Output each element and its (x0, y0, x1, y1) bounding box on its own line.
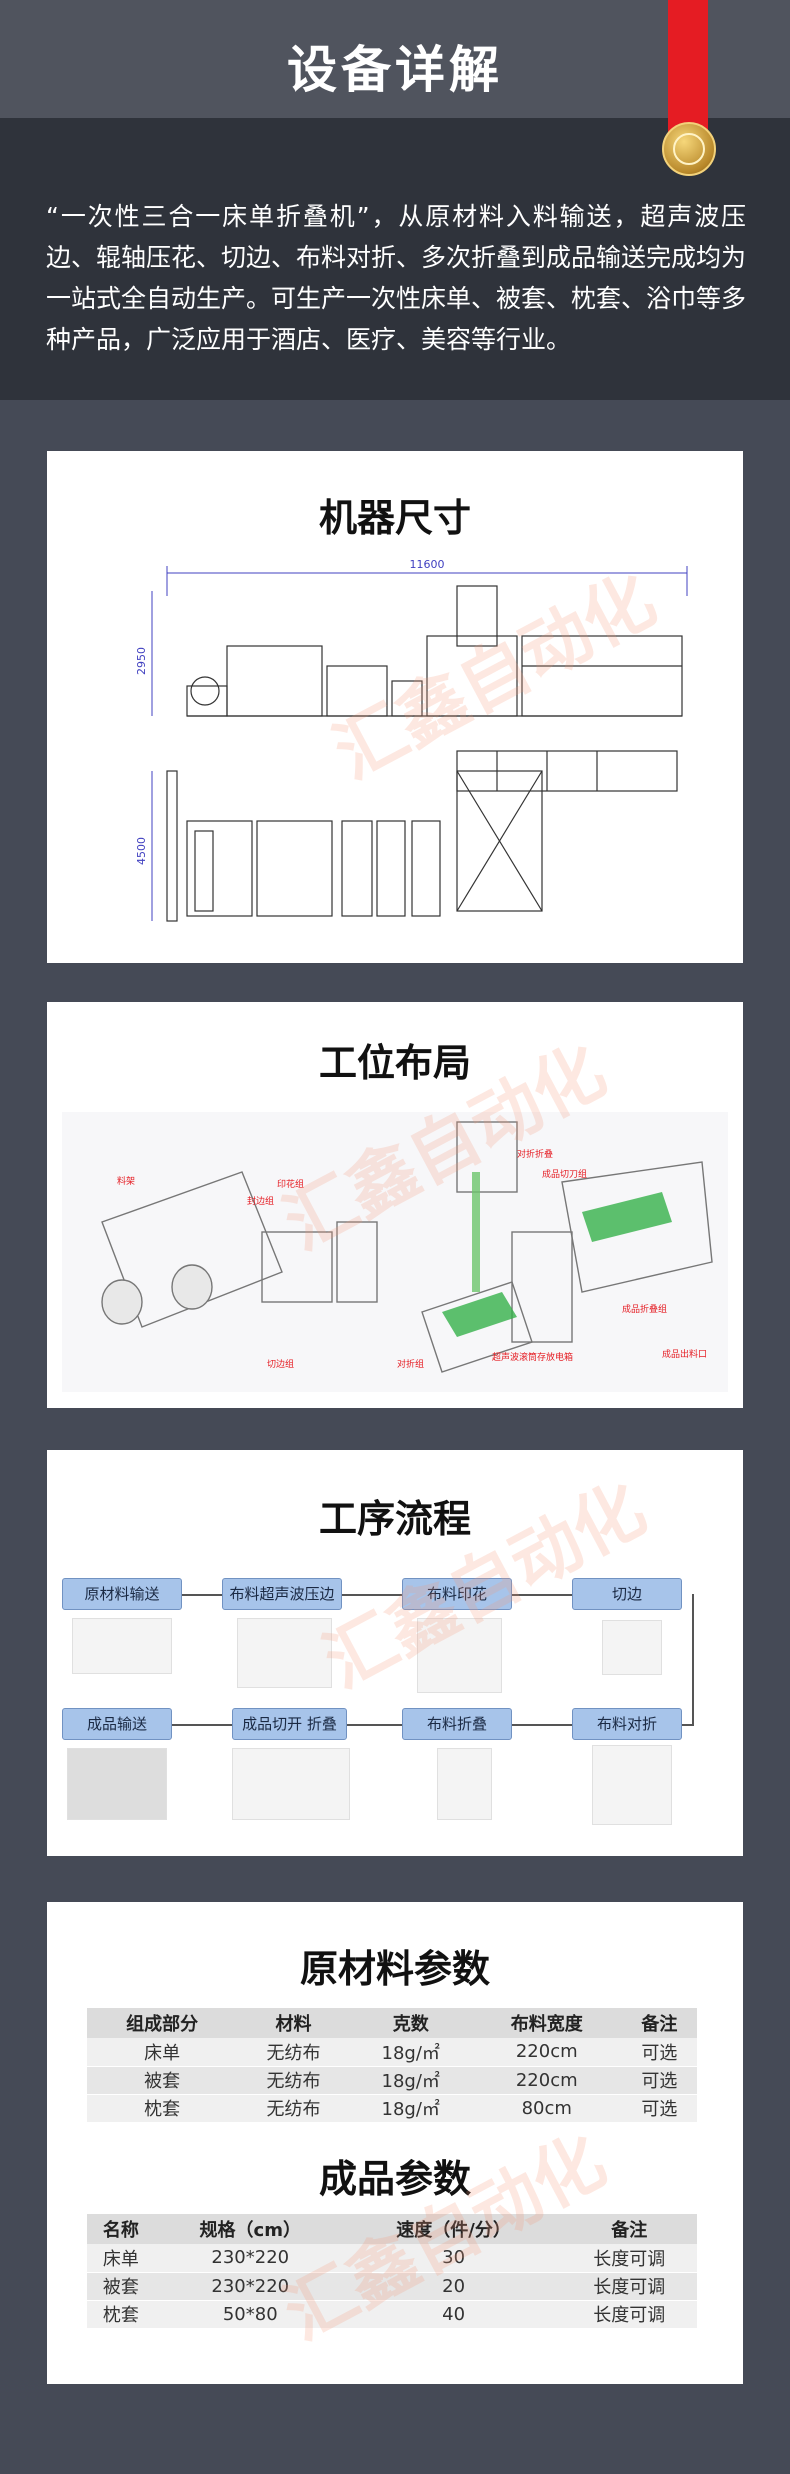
thumb-cut-fold (232, 1748, 350, 1820)
card-station-layout: 工位布局 料架 印花组 封边组 切边组 对折组 对折折叠 成品切刀组 成品折叠组… (47, 1002, 743, 1408)
label-print: 印花组 (277, 1178, 304, 1190)
cell: 床单 (87, 2244, 155, 2273)
cell: 无纺布 (237, 2066, 350, 2095)
cell: 无纺布 (237, 2038, 350, 2067)
cell: 被套 (87, 2066, 238, 2095)
thumb-raw-feed (72, 1618, 172, 1674)
page-title: 设备详解 (287, 41, 503, 99)
cell: 枕套 (87, 2094, 238, 2123)
table-row: 枕套 50*80 40 长度可调 (87, 2300, 697, 2329)
label-outlet: 成品出料口 (662, 1348, 707, 1360)
cell: 230*220 (154, 2272, 346, 2301)
card-process-flow: 工序流程 原材料输送 布料超声波压边 布料印花 切边 成品输送 成品切开 折叠 … (47, 1450, 743, 1856)
cell: 18g/㎡ (349, 2066, 472, 2095)
depth-label: 4500 (135, 837, 148, 865)
flow-line-right (692, 1594, 694, 1726)
cell: 20 (345, 2272, 562, 2301)
cell: 可选 (621, 2094, 697, 2123)
label-seal: 封边组 (247, 1195, 274, 1207)
cell: 30 (345, 2244, 562, 2273)
product-table: 名称 规格（cm） 速度（件/分） 备注 床单 230*220 30 长度可调 … (87, 2214, 697, 2329)
cell: 230*220 (154, 2244, 346, 2273)
step-printing: 布料印花 (402, 1578, 512, 1610)
product-header: 速度（件/分） (345, 2214, 562, 2244)
thumb-folding (437, 1748, 492, 1820)
thumb-half-fold (592, 1745, 672, 1825)
cell: 被套 (87, 2272, 155, 2301)
thumb-printing (417, 1618, 502, 1693)
thumb-product-conveyor (67, 1748, 167, 1820)
width-label: 11600 (410, 558, 445, 571)
label-cutter: 成品切刀组 (542, 1168, 587, 1180)
label-rack: 料架 (117, 1175, 135, 1187)
product-header: 规格（cm） (154, 2214, 346, 2244)
thumb-trimming (602, 1620, 662, 1675)
product-header: 名称 (87, 2214, 155, 2244)
ribbon-decoration (668, 0, 708, 142)
raw-header: 布料宽度 (471, 2008, 622, 2038)
card-parameters: 原材料参数 组成部分 材料 克数 布料宽度 备注 床单 无纺布 18g/㎡ 22… (47, 1902, 743, 2384)
card-title-product: 成品参数 (318, 2157, 471, 2201)
label-trim: 切边组 (267, 1358, 294, 1370)
label-halffold: 对折组 (397, 1358, 424, 1370)
label-fold-group: 成品折叠组 (622, 1303, 667, 1315)
card-title-layout: 工位布局 (318, 1041, 471, 1085)
step-raw-feed: 原材料输送 (62, 1578, 182, 1610)
card-title-dimensions: 机器尺寸 (318, 496, 471, 540)
medal-icon (662, 122, 716, 176)
step-folding: 布料折叠 (402, 1708, 512, 1740)
cell: 40 (345, 2300, 562, 2329)
cell: 50*80 (154, 2300, 346, 2329)
table-row: 枕套 无纺布 18g/㎡ 80cm 可选 (87, 2094, 697, 2123)
table-row: 被套 无纺布 18g/㎡ 220cm 可选 (87, 2066, 697, 2095)
cell: 长度可调 (561, 2272, 697, 2301)
raw-header: 备注 (621, 2008, 697, 2038)
card-title-process: 工序流程 (318, 1497, 471, 1541)
raw-header: 组成部分 (87, 2008, 238, 2038)
dimension-drawing: 11600 2950 4500 (135, 558, 688, 922)
height-label: 2950 (135, 647, 148, 675)
table-row: 床单 230*220 30 长度可调 (87, 2244, 697, 2273)
step-ultrasonic: 布料超声波压边 (222, 1578, 342, 1610)
header-section: 设备详解 “一次性三合一床单折叠机”，从原材料入料输送，超声波压边、辊轴压花、切… (0, 0, 790, 400)
table-row: 被套 230*220 20 长度可调 (87, 2272, 697, 2301)
cell: 长度可调 (561, 2300, 697, 2329)
raw-material-table: 组成部分 材料 克数 布料宽度 备注 床单 无纺布 18g/㎡ 220cm 可选… (87, 2008, 697, 2123)
label-ultrasonic: 超声波滚筒存放电箱 (492, 1351, 573, 1363)
label-fold: 对折折叠 (517, 1148, 553, 1160)
cell: 220cm (471, 2038, 622, 2067)
raw-header: 材料 (237, 2008, 350, 2038)
step-trimming: 切边 (572, 1578, 682, 1610)
title-band (0, 0, 790, 118)
cell: 220cm (471, 2066, 622, 2095)
cell: 18g/㎡ (349, 2094, 472, 2123)
product-header: 备注 (561, 2214, 697, 2244)
cell: 枕套 (87, 2300, 155, 2329)
cell: 可选 (621, 2038, 697, 2067)
cell: 80cm (471, 2094, 622, 2123)
card-machine-dimensions: 机器尺寸 11600 2950 4500 (47, 451, 743, 963)
step-half-fold: 布料对折 (572, 1708, 682, 1740)
cell: 床单 (87, 2038, 238, 2067)
cell: 18g/㎡ (349, 2038, 472, 2067)
cell: 无纺布 (237, 2094, 350, 2123)
raw-header: 克数 (349, 2008, 472, 2038)
card-title-raw: 原材料参数 (299, 1947, 490, 1991)
thumb-ultrasonic (237, 1618, 332, 1688)
table-row: 床单 无纺布 18g/㎡ 220cm 可选 (87, 2038, 697, 2067)
intro-text: “一次性三合一床单折叠机”，从原材料入料输送，超声波压边、辊轴压花、切边、布料对… (46, 202, 747, 354)
cell: 长度可调 (561, 2244, 697, 2273)
layout-drawing: 料架 印花组 封边组 切边组 对折组 对折折叠 成品切刀组 成品折叠组 超声波滚… (62, 1112, 728, 1392)
step-product-conveyor: 成品输送 (62, 1708, 172, 1740)
cell: 可选 (621, 2066, 697, 2095)
step-cut-fold: 成品切开 折叠 (232, 1708, 347, 1740)
